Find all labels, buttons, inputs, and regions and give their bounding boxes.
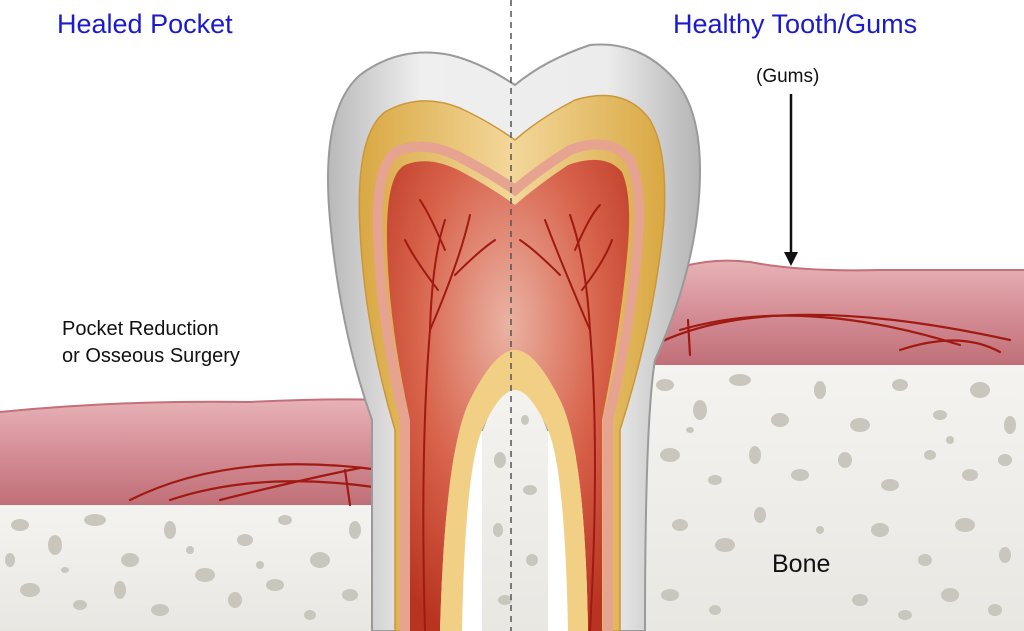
bone-label: Bone <box>772 550 831 578</box>
tooth <box>327 43 702 631</box>
bone-left <box>0 505 380 631</box>
gum-left <box>0 398 386 507</box>
healed-pocket-title: Healed Pocket <box>57 9 233 39</box>
bone-between-roots <box>482 378 548 631</box>
gum-right <box>639 259 1024 365</box>
gums-arrow <box>784 94 798 266</box>
pocket-reduction-label: Pocket Reduction or Osseous Surgery <box>62 316 240 370</box>
pocket-reduction-line2: or Osseous Surgery <box>62 345 240 367</box>
bone-right <box>640 362 1024 631</box>
gums-label: (Gums) <box>756 66 820 87</box>
pocket-reduction-line1: Pocket Reduction <box>62 318 219 340</box>
healthy-tooth-title: Healthy Tooth/Gums <box>673 9 918 39</box>
